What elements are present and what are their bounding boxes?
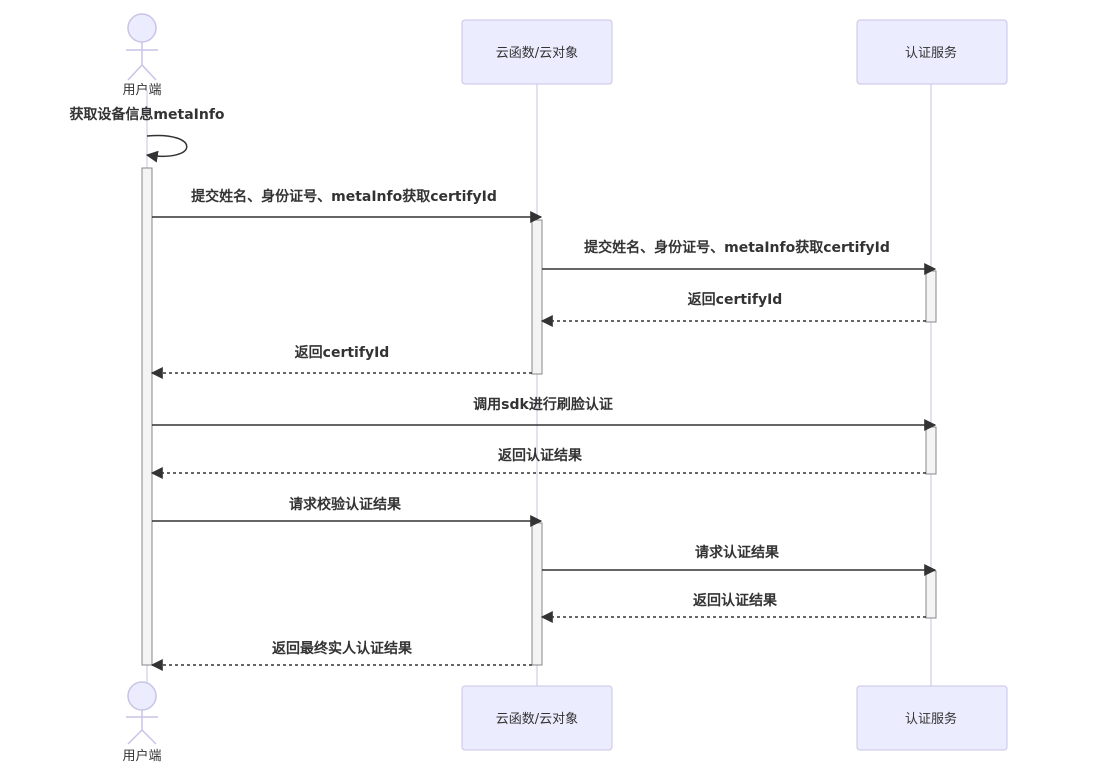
participant-label-auth: 认证服务: [905, 711, 957, 727]
message-label: 提交姓名、身份证号、metaInfo获取certifyId: [191, 188, 497, 205]
message-label: 返回certifyId: [688, 291, 783, 308]
activation-auth-3: [925, 570, 937, 619]
participant-label-auth: 认证服务: [905, 45, 957, 61]
activation-cloud-1: [531, 219, 543, 375]
actor-head-icon: [127, 13, 157, 43]
activation-user: [141, 167, 153, 666]
message-label: 返回最终实人认证结果: [272, 640, 413, 657]
message-label: 返回certifyId: [295, 344, 390, 361]
participant-label-cloud: 云函数/云对象: [496, 712, 578, 727]
message-label: 请求认证结果: [695, 544, 780, 561]
actor-user-bottom: 用户端: [122, 681, 162, 764]
participant-auth-top: 认证服务: [856, 19, 1008, 85]
activation-auth-1: [925, 270, 937, 323]
participant-label-user: 用户端: [122, 82, 161, 98]
participant-auth-bottom: 认证服务: [856, 685, 1008, 751]
participant-label-user: 用户端: [122, 748, 161, 764]
activation-auth-2: [925, 426, 937, 475]
participant-cloud-top: 云函数/云对象: [461, 19, 613, 85]
participant-label-cloud: 云函数/云对象: [496, 46, 578, 61]
actor-user-top: 用户端: [122, 13, 162, 98]
participant-cloud-bottom: 云函数/云对象: [461, 685, 613, 751]
message-label: 获取设备信息metaInfo: [69, 106, 224, 123]
actor-head-icon: [127, 681, 157, 711]
message-label: 请求校验认证结果: [289, 496, 402, 513]
activation-cloud-2: [531, 522, 543, 666]
message-label: 调用sdk进行刷脸认证: [473, 396, 613, 413]
message-arrow: [145, 134, 188, 163]
message-label: 返回认证结果: [498, 447, 583, 464]
message-label: 提交姓名、身份证号、metaInfo获取certifyId: [584, 239, 890, 256]
message-label: 返回认证结果: [693, 592, 778, 609]
